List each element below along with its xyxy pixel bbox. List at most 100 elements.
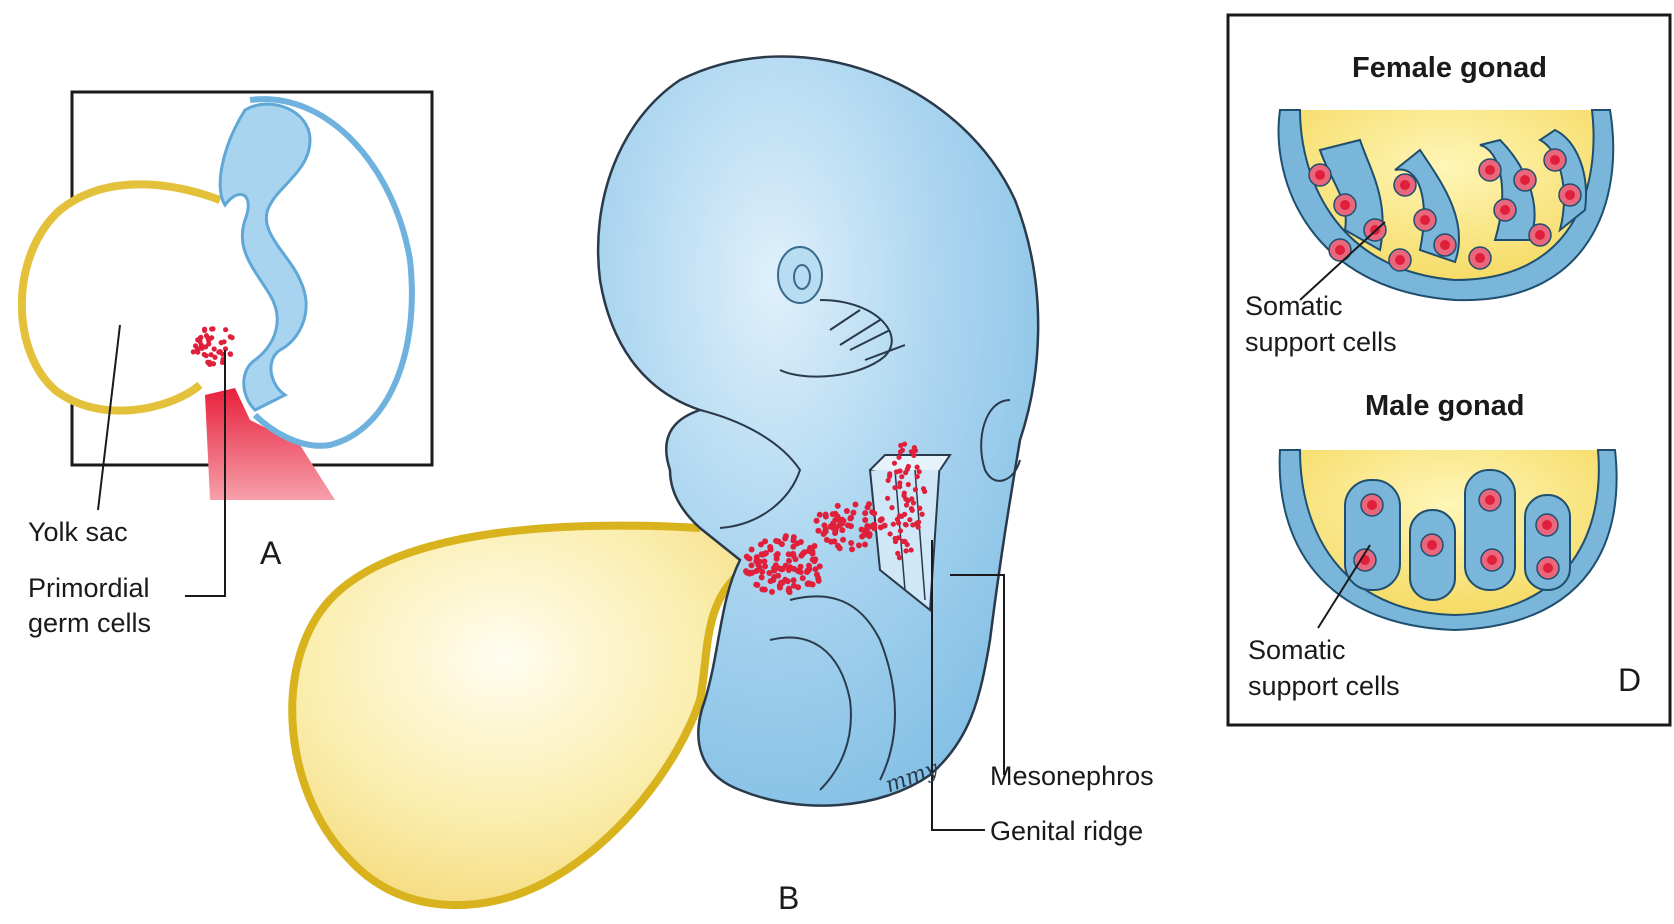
pgc-dot <box>769 589 775 595</box>
pgc-dot <box>800 551 806 557</box>
pgc-dot <box>844 508 850 514</box>
pgc-dot <box>223 327 228 332</box>
pgc-dot <box>892 461 897 466</box>
male-germ-cell-nucleus <box>1543 563 1553 573</box>
pgc-dot <box>204 333 209 338</box>
pgc-dot <box>759 574 765 580</box>
pgc-dot <box>906 482 911 487</box>
pgc-dot <box>759 586 765 592</box>
pgc-dot <box>790 551 796 557</box>
pgc-dot <box>909 496 914 501</box>
panel-a-letter: A <box>260 535 281 572</box>
pgc-dot <box>795 568 801 574</box>
pgc-dot <box>902 512 907 517</box>
pgc-dot <box>919 512 924 517</box>
pgc-dot <box>897 468 902 473</box>
pgc-dot <box>775 551 781 557</box>
pgc-dot <box>862 517 868 523</box>
panel-b-letter: B <box>778 880 799 917</box>
pgc-dot <box>882 523 888 529</box>
pgc-dot <box>900 448 905 453</box>
pgc-dot <box>903 539 908 544</box>
pgc-dot <box>917 469 922 474</box>
pgc-dot <box>779 541 785 547</box>
pgc-dot <box>747 571 753 577</box>
pgc-dot <box>913 487 918 492</box>
pgc-dot <box>753 568 759 574</box>
pgc-dot <box>786 558 792 564</box>
pgc-dot <box>848 540 854 546</box>
yolk-sac-b <box>292 526 760 905</box>
pgc-dot <box>824 537 830 543</box>
pgc-dot <box>915 474 920 479</box>
pgc-dot <box>840 537 846 543</box>
female-cells-label-line1: Somatic <box>1245 290 1343 324</box>
oogonium-nucleus <box>1400 180 1410 190</box>
pgc-dot <box>748 562 754 568</box>
panel-d <box>1228 15 1670 725</box>
pgc-dot <box>905 467 910 472</box>
pgc-dot <box>775 573 781 579</box>
pgc-dot <box>206 341 211 346</box>
pgc-dot <box>904 497 909 502</box>
oogonium-nucleus <box>1535 230 1545 240</box>
pgc-dot <box>871 510 877 516</box>
pgc-dot <box>903 522 908 527</box>
embryo-a <box>220 104 310 410</box>
pgc-dot <box>771 565 777 571</box>
pgc-dot <box>777 585 783 591</box>
pgc-dot <box>839 527 845 533</box>
pgc-dot <box>871 525 877 531</box>
pgc-dot <box>762 563 768 569</box>
pgc-dot <box>761 558 767 564</box>
pgc-dot <box>212 355 217 360</box>
oogonium-nucleus <box>1550 155 1560 165</box>
pgc-dot <box>812 543 818 549</box>
pgc-dot <box>776 565 782 571</box>
pgc-dot <box>896 521 901 526</box>
pgc-label-line2: germ cells <box>28 607 151 641</box>
oogonium-nucleus <box>1395 255 1405 265</box>
pgc-dot <box>204 353 209 358</box>
pgc-dot <box>805 581 811 587</box>
pgc-dot <box>783 533 789 539</box>
pgc-dot <box>896 455 901 460</box>
pgc-dot <box>909 547 914 552</box>
pgc-dot <box>812 556 818 562</box>
pgc-dot <box>753 558 759 564</box>
pgc-dot <box>852 502 858 508</box>
pgc-dot <box>834 513 840 519</box>
pgc-dot <box>848 523 854 529</box>
oogonium-nucleus <box>1315 170 1325 180</box>
pgc-dot <box>805 568 811 574</box>
pgc-dot <box>821 531 827 537</box>
pgc-dot <box>810 551 816 557</box>
male-gonad-title: Male gonad <box>1365 390 1525 423</box>
pgc-dot <box>795 584 801 590</box>
male-germ-cell-nucleus <box>1542 520 1552 530</box>
pgc-dot <box>911 453 916 458</box>
oogonium-nucleus <box>1440 240 1450 250</box>
pgc-dot <box>889 505 894 510</box>
pgc-dot <box>899 474 904 479</box>
oogonium-nucleus <box>1520 175 1530 185</box>
pgc-dot <box>221 339 226 344</box>
pgc-dot <box>744 554 750 560</box>
oogonium-nucleus <box>1565 190 1575 200</box>
pgc-dot <box>198 335 203 340</box>
pgc-dot <box>915 465 920 470</box>
pgc-dot <box>916 519 921 524</box>
pgc-dot <box>856 542 862 548</box>
pgc-dot <box>916 525 921 530</box>
pgc-dot <box>209 326 214 331</box>
male-germ-cell-nucleus <box>1367 500 1377 510</box>
mesonephros-label: Mesonephros <box>990 760 1154 794</box>
pgc-dot <box>228 334 233 339</box>
male-germ-cell-nucleus <box>1487 555 1497 565</box>
pgc-dot <box>792 556 798 562</box>
pgc-dot <box>196 346 201 351</box>
pgc-dot <box>758 541 764 547</box>
pgc-dot <box>835 503 841 509</box>
pgc-dot <box>800 575 806 581</box>
pgc-dot <box>898 528 903 533</box>
